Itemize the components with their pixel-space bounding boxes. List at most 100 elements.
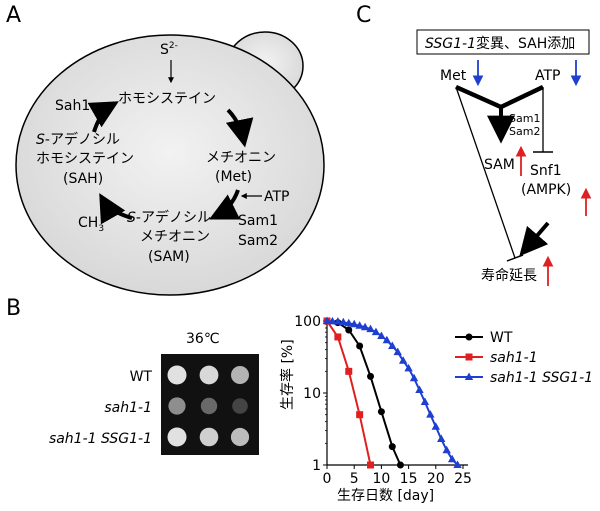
met-atp-junction xyxy=(455,84,544,110)
panel-b-label: B xyxy=(6,296,21,321)
data-point-2 xyxy=(398,356,408,364)
data-point-2 xyxy=(415,385,424,394)
spot-assay-spots xyxy=(167,365,250,447)
ampk-label: (AMPK) xyxy=(521,182,571,198)
panel-c-label: C xyxy=(356,3,371,28)
homocysteine-label: ホモシステイン xyxy=(118,91,216,107)
colony-spot xyxy=(230,427,250,447)
data-point-2 xyxy=(409,373,419,382)
y-tick-label: 1 xyxy=(312,458,321,474)
data-point-2 xyxy=(404,363,413,372)
data-point-0 xyxy=(367,372,375,380)
colony-spot xyxy=(167,427,187,447)
lifespan-label: 寿命延長 xyxy=(481,267,537,284)
y-tick-label: 10 xyxy=(303,386,321,402)
data-point-2 xyxy=(371,327,381,336)
legend-label: sah1-1 xyxy=(490,350,538,366)
data-point-2 xyxy=(388,341,397,349)
sam-to-sah-arrow xyxy=(99,193,133,225)
data-point-2 xyxy=(366,324,375,333)
colony-spot xyxy=(200,397,218,415)
legend-label: WT xyxy=(490,330,513,346)
methionine-abbrev: (Met) xyxy=(215,169,252,185)
x-tick-label: 25 xyxy=(454,471,472,487)
panel-a-label: A xyxy=(6,3,21,28)
atp-label-c: ATP xyxy=(535,68,560,84)
temperature-label: 36℃ xyxy=(186,331,220,347)
legend-label: sah1-1 SSG1-1 xyxy=(490,370,593,386)
data-point-1 xyxy=(367,461,375,469)
sah-name-line1: S-アデノシル xyxy=(36,131,120,148)
legend-swatch-marker xyxy=(465,353,473,361)
legend-swatch-marker xyxy=(465,333,473,341)
sah1-label: Sah1 xyxy=(55,98,90,114)
sam-label-c: SAM xyxy=(484,157,515,173)
condition-box-text: SSG1-1変異、SAH添加 xyxy=(425,35,575,52)
colony-spot xyxy=(168,397,186,415)
data-point-1 xyxy=(356,411,364,419)
data-point-2 xyxy=(355,321,364,329)
y-tick-label: 100 xyxy=(294,314,321,330)
x-tick-label: 10 xyxy=(372,471,390,487)
data-point-0 xyxy=(356,342,364,350)
y-axis-label: 生存率 [%] xyxy=(279,339,296,410)
data-point-0 xyxy=(396,461,404,469)
data-point-2 xyxy=(333,317,343,325)
condition-box xyxy=(416,29,590,55)
data-point-2 xyxy=(339,317,348,326)
colony-spot xyxy=(199,365,219,385)
data-point-2 xyxy=(426,410,435,418)
data-point-2 xyxy=(393,347,402,356)
colony-spot xyxy=(167,365,187,385)
data-point-2 xyxy=(431,422,440,430)
data-point-0 xyxy=(345,326,353,334)
data-point-2 xyxy=(447,454,457,463)
data-point-2 xyxy=(453,460,462,468)
data-point-0 xyxy=(388,443,396,451)
yeast-cell xyxy=(15,31,325,296)
sam-name-line1: S-アデノシル xyxy=(127,209,211,226)
mother-cell xyxy=(15,34,325,296)
legend-swatch-marker xyxy=(464,372,474,380)
data-point-2 xyxy=(437,434,446,442)
strain-label-wt: WT xyxy=(130,369,153,385)
sah-to-homocysteine-arrow xyxy=(87,101,119,133)
strain-label-sah1-ssg1: sah1-1 SSG1-1 xyxy=(49,431,152,447)
methionine-to-sam-arrow xyxy=(208,189,241,220)
sam1-label-c: Sam1 xyxy=(509,112,540,125)
data-point-2 xyxy=(442,445,451,454)
sam2-label-a: Sam2 xyxy=(238,233,278,249)
data-point-2 xyxy=(328,316,337,325)
data-point-2 xyxy=(360,322,370,331)
data-point-2 xyxy=(382,335,392,344)
met-label-c: Met xyxy=(440,68,467,84)
met-inhibition-line xyxy=(455,86,516,259)
x-tick-label: 15 xyxy=(400,471,418,487)
data-point-2 xyxy=(377,331,386,339)
sam2-label-c: Sam2 xyxy=(509,125,540,138)
methyl-release-arrow xyxy=(102,207,119,219)
strain-label-sah1: sah1-1 xyxy=(104,400,152,416)
sulfide-label: S2- xyxy=(160,41,178,58)
atp-label-a: ATP xyxy=(264,189,289,205)
sah-name-line2: ホモシステイン xyxy=(36,151,134,167)
snf1-lifespan-arrow xyxy=(519,221,550,257)
methionine-name: メチオニン xyxy=(206,150,276,166)
sam-abbrev-a: (SAM) xyxy=(148,249,190,265)
series-line-1 xyxy=(326,320,372,466)
snf1-label: Snf1 xyxy=(530,163,562,179)
met-inhibition-bar xyxy=(506,254,524,262)
data-point-2 xyxy=(420,397,430,405)
methyl-label: CH3 xyxy=(78,215,104,234)
data-point-2 xyxy=(350,319,359,328)
sam1-label-a: Sam1 xyxy=(238,213,278,229)
x-tick-label: 5 xyxy=(350,471,359,487)
colony-spot xyxy=(199,427,219,447)
x-axis-label: 生存日数 [day] xyxy=(337,488,434,504)
sam-name-line2: メチオニン xyxy=(140,229,210,245)
data-point-0 xyxy=(377,408,385,416)
data-point-1 xyxy=(334,333,342,341)
chart-legend: WT sah1-1 sah1-1 SSG1-1 xyxy=(455,330,593,386)
